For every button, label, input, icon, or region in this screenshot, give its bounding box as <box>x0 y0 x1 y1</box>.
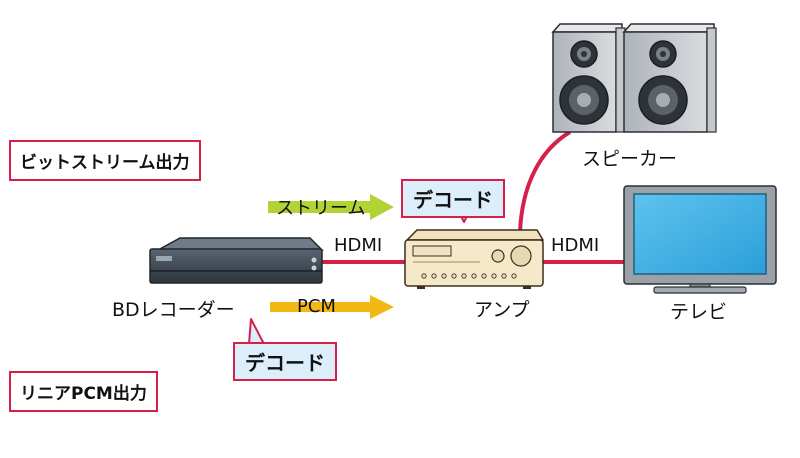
speaker-left <box>551 23 626 133</box>
bd-recorder-device <box>149 237 324 284</box>
tv-label: テレビ <box>670 301 728 323</box>
stream-label: ストリーム <box>276 198 366 219</box>
decode-bottom-label: デコード <box>233 342 337 381</box>
linear-pcm-output-label: リニアPCM出力 <box>9 371 158 412</box>
decode-bottom-pointer <box>248 318 265 346</box>
speaker-label: スピーカー <box>582 148 678 170</box>
stream-arrow <box>268 194 394 220</box>
pcm-arrow <box>270 295 394 319</box>
speaker-right <box>622 23 717 133</box>
tv-device <box>623 185 777 294</box>
hdmi-left-label: HDMI <box>334 235 383 256</box>
bd-recorder-label: BDレコーダー <box>112 299 235 321</box>
speaker-cable <box>518 130 572 233</box>
pcm-label: PCM <box>297 296 336 317</box>
hdmi-right-label: HDMI <box>551 235 600 256</box>
bitstream-output-label: ビットストリーム出力 <box>9 140 201 181</box>
decode-top-label: デコード <box>401 179 505 218</box>
amp-label: アンプ <box>474 299 530 321</box>
amp-device <box>404 229 545 289</box>
